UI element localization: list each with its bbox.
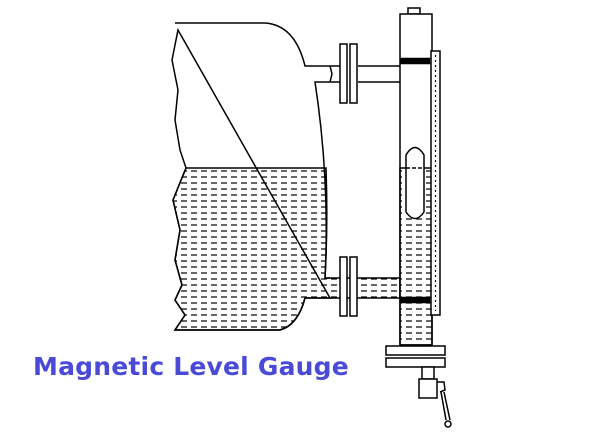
indicator-scale [430,50,441,316]
tank [171,22,401,331]
bottom-flange [385,345,446,368]
tank-liquid [172,167,401,331]
drain-valve [418,366,452,428]
float [405,146,425,220]
diagram-title: Magnetic Level Gauge [33,352,349,381]
lower-band [399,296,431,304]
lower-process-connection [339,256,358,317]
upper-band [399,57,431,65]
upper-process-connection [329,43,400,104]
